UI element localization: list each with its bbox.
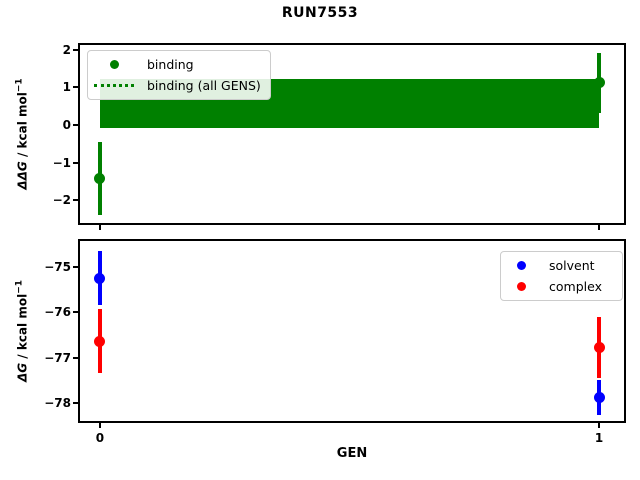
y-tick: [73, 265, 78, 268]
y-tick-label: 1: [62, 80, 71, 95]
x-tick: [98, 423, 101, 428]
ylabel-exponent: −1: [14, 279, 25, 294]
ylabel-symbol: ΔG: [15, 362, 30, 383]
solvent-marker-icon: [516, 261, 526, 270]
binding-marker-icon: [109, 60, 119, 69]
legend-swatch: [507, 282, 535, 291]
legend-item-binding: binding: [94, 54, 261, 75]
y-tick-label: −1: [52, 155, 71, 170]
y-tick-label: −78: [44, 395, 71, 410]
legend-swatch: [94, 60, 134, 69]
bottom-legend: solvent complex: [500, 251, 623, 301]
y-tick-label: −77: [44, 350, 71, 365]
y-tick-label: 2: [62, 42, 71, 57]
x-tick: [598, 225, 601, 230]
x-tick: [98, 225, 101, 230]
ylabel-symbol: ΔΔG: [15, 161, 30, 190]
legend-item-complex: complex: [507, 276, 613, 297]
y-tick: [73, 86, 78, 89]
x-tick-label: 0: [95, 431, 105, 445]
bottom-subplot-axes: −75 −76 −77 −78 0 1: [44, 239, 626, 445]
bottom-y-axis-label: ΔG / kcal mol−1: [15, 280, 30, 382]
complex-data-point-marker: [593, 342, 605, 354]
binding-data-point-marker: [94, 173, 106, 185]
legend-swatch: [94, 84, 134, 87]
ylabel-units: / kcal mol: [15, 293, 30, 363]
legend-label: solvent: [549, 258, 595, 273]
ylabel-exponent: −1: [14, 78, 25, 93]
x-axis-label: GEN: [336, 446, 368, 461]
x-tick: [598, 423, 601, 428]
y-tick: [73, 123, 78, 126]
ylabel-units: / kcal mol: [15, 92, 30, 162]
y-tick: [73, 161, 78, 164]
complex-marker-icon: [516, 282, 526, 291]
legend-label: binding (all GENS): [147, 78, 261, 93]
dotted-line-icon: [94, 84, 134, 87]
y-tick: [73, 48, 78, 51]
legend-label: complex: [549, 279, 602, 294]
y-tick: [73, 401, 78, 404]
y-tick: [73, 199, 78, 202]
y-tick-label: 0: [62, 117, 71, 132]
y-tick: [73, 356, 78, 359]
legend-item-solvent: solvent: [507, 255, 613, 276]
y-tick-label: −76: [44, 305, 71, 320]
plot-title: RUN7553: [281, 5, 359, 21]
top-subplot-axes: 2 1 0 −1 −2: [53, 43, 626, 230]
y-tick-label: −75: [44, 259, 71, 274]
complex-data-point-marker: [94, 335, 106, 347]
legend-swatch: [507, 261, 535, 270]
y-tick: [73, 311, 78, 314]
solvent-data-point-marker: [593, 391, 605, 403]
legend-item-binding-all-gens: binding (all GENS): [94, 75, 261, 96]
x-tick-label: 1: [594, 431, 604, 445]
solvent-data-point-marker: [94, 272, 106, 284]
y-tick-label: −2: [52, 193, 71, 208]
top-legend: binding binding (all GENS): [87, 50, 271, 100]
legend-label: binding: [147, 57, 194, 72]
binding-data-point-marker: [593, 77, 605, 89]
top-y-axis-label: ΔΔG / kcal mol−1: [15, 78, 30, 189]
